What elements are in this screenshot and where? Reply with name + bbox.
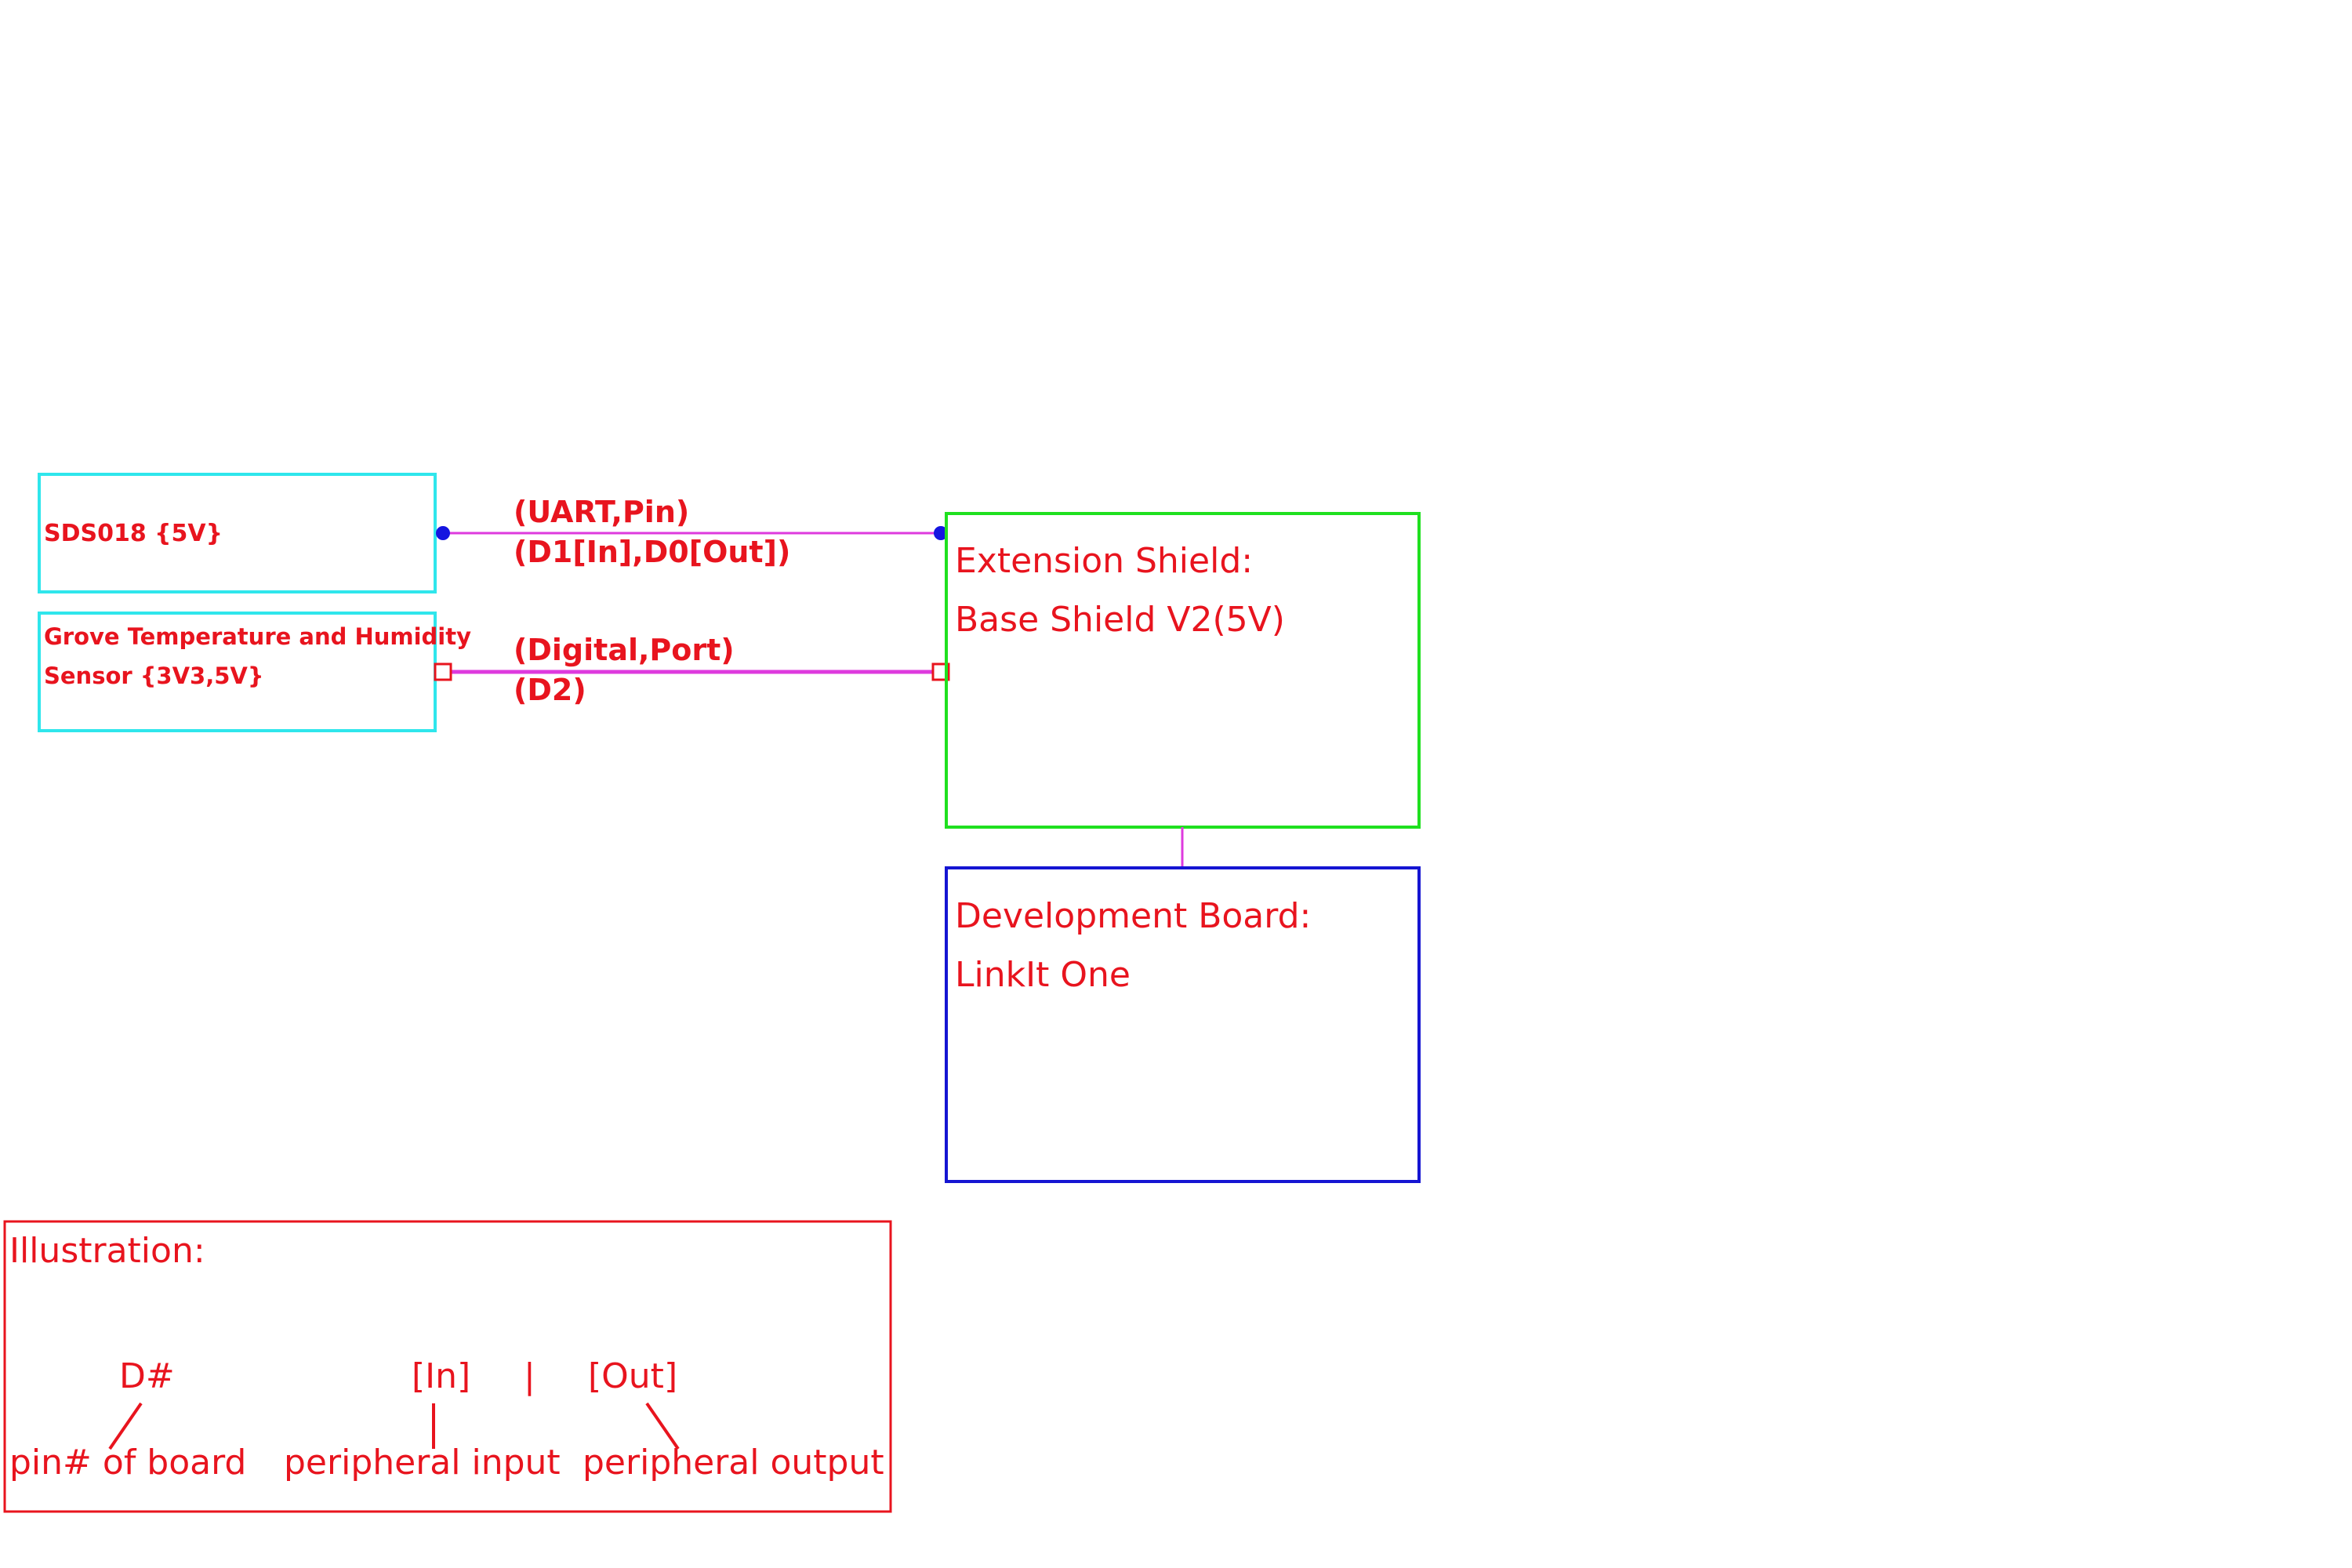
digital-type-label: (Digital,Port) <box>514 633 735 667</box>
legend-separator: | <box>524 1356 535 1396</box>
sds018-label: SDS018 {5V} <box>44 520 223 547</box>
sds018-box <box>38 473 437 593</box>
digital-pins-label: (D2) <box>514 673 586 707</box>
development-board-box <box>945 866 1421 1183</box>
uart-type-label: (UART,Pin) <box>514 495 689 529</box>
legend-peripheral-input: peripheral input <box>284 1443 561 1483</box>
illustration-title: Illustration: <box>9 1231 205 1271</box>
legend-d-hash: D# <box>119 1356 175 1396</box>
shield-name: Base Shield V2(5V) <box>955 600 1285 640</box>
legend-out-tag: [Out] <box>588 1356 677 1396</box>
legend-out-pointer <box>645 1402 680 1450</box>
grove-sensor-label-line2: Sensor {3V3,5V} <box>44 662 264 689</box>
legend-peripheral-output: peripheral output <box>583 1443 884 1483</box>
uart-pin-left <box>436 526 450 540</box>
legend-d-pointer <box>108 1402 143 1450</box>
illustration-box <box>3 1220 892 1513</box>
grove-sensor-label-line1: Grove Temperature and Humidity <box>44 623 471 650</box>
board-name: LinkIt One <box>955 955 1131 995</box>
shield-title: Extension Shield: <box>955 541 1253 581</box>
digital-pin-left <box>434 662 452 681</box>
board-title: Development Board: <box>955 896 1311 936</box>
legend-in-tag: [In] <box>412 1356 470 1396</box>
legend-pin-of-board: pin# of board <box>9 1443 246 1483</box>
uart-pin-right <box>934 526 948 540</box>
uart-pins-label: (D1[In],D0[Out]) <box>514 535 790 569</box>
